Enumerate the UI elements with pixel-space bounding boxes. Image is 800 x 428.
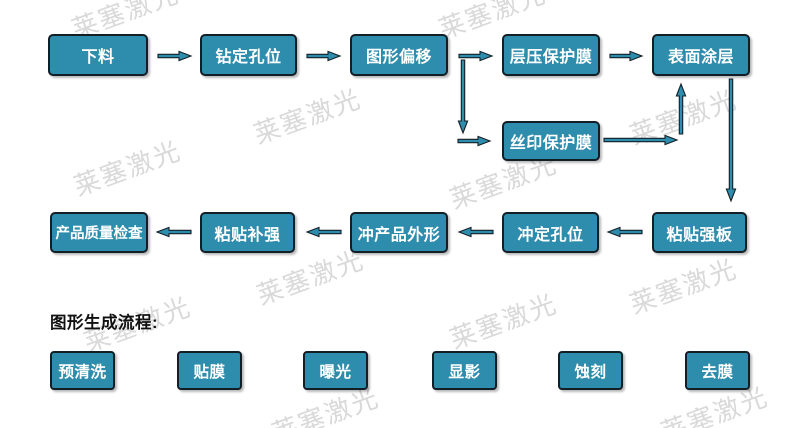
arrow-coating-to-stiffener bbox=[725, 78, 737, 203]
flow-node-drill-holes: 钻定孔位 bbox=[200, 34, 297, 76]
arrow-blanking-to-drill bbox=[157, 50, 193, 62]
arrow-into-screenprint bbox=[457, 135, 492, 147]
pattern-step-developing: 显影 bbox=[432, 351, 497, 390]
flow-node-screenprint-film: 丝印保护膜 bbox=[502, 121, 600, 161]
flow-node-pattern-offset: 图形偏移 bbox=[350, 34, 448, 76]
arrow-punchholes-to-outline bbox=[457, 226, 494, 238]
arrow-outline-to-reinforce bbox=[305, 226, 342, 238]
flow-node-blanking: 下料 bbox=[48, 34, 148, 76]
pattern-step-film-lamination: 贴膜 bbox=[177, 351, 242, 390]
arrow-offset-branch-down bbox=[457, 59, 469, 135]
flow-node-bond-stiffener: 粘贴强板 bbox=[652, 212, 747, 253]
flow-node-laminate-film: 层压保护膜 bbox=[502, 34, 600, 76]
flow-node-punch-holes: 冲定孔位 bbox=[502, 212, 599, 253]
watermark-text: 莱塞激光 bbox=[625, 253, 742, 320]
watermark-text: 莱塞激光 bbox=[445, 288, 562, 355]
arrow-laminate-to-coating bbox=[609, 50, 644, 62]
arrow-stiffener-to-punchholes bbox=[606, 226, 643, 238]
flow-node-bond-reinforce: 粘贴补强 bbox=[200, 212, 295, 253]
flow-node-surface-coating: 表面涂层 bbox=[652, 34, 750, 76]
pattern-section-heading: 图形生成流程: bbox=[50, 314, 158, 332]
arrow-screenprint-out bbox=[603, 134, 679, 146]
arrow-reinforce-to-inspection bbox=[155, 226, 192, 238]
pattern-step-exposure: 曝光 bbox=[303, 351, 368, 390]
flow-node-quality-inspection: 产品质量检查 bbox=[50, 212, 148, 253]
watermark-text: 莱塞激光 bbox=[625, 84, 742, 151]
watermark-text: 莱塞激光 bbox=[249, 83, 366, 150]
arrow-offset-to-laminate bbox=[458, 50, 494, 62]
flow-node-punch-outline: 冲产品外形 bbox=[350, 212, 448, 253]
pattern-step-film-stripping: 去膜 bbox=[685, 351, 750, 390]
pattern-step-precleaning: 预清洗 bbox=[50, 351, 115, 390]
watermark-text: 莱塞激光 bbox=[69, 135, 186, 202]
pattern-step-etching: 蚀刻 bbox=[558, 351, 623, 390]
arrow-drill-to-offset bbox=[306, 50, 342, 62]
arrow-up-to-coating bbox=[675, 82, 687, 135]
